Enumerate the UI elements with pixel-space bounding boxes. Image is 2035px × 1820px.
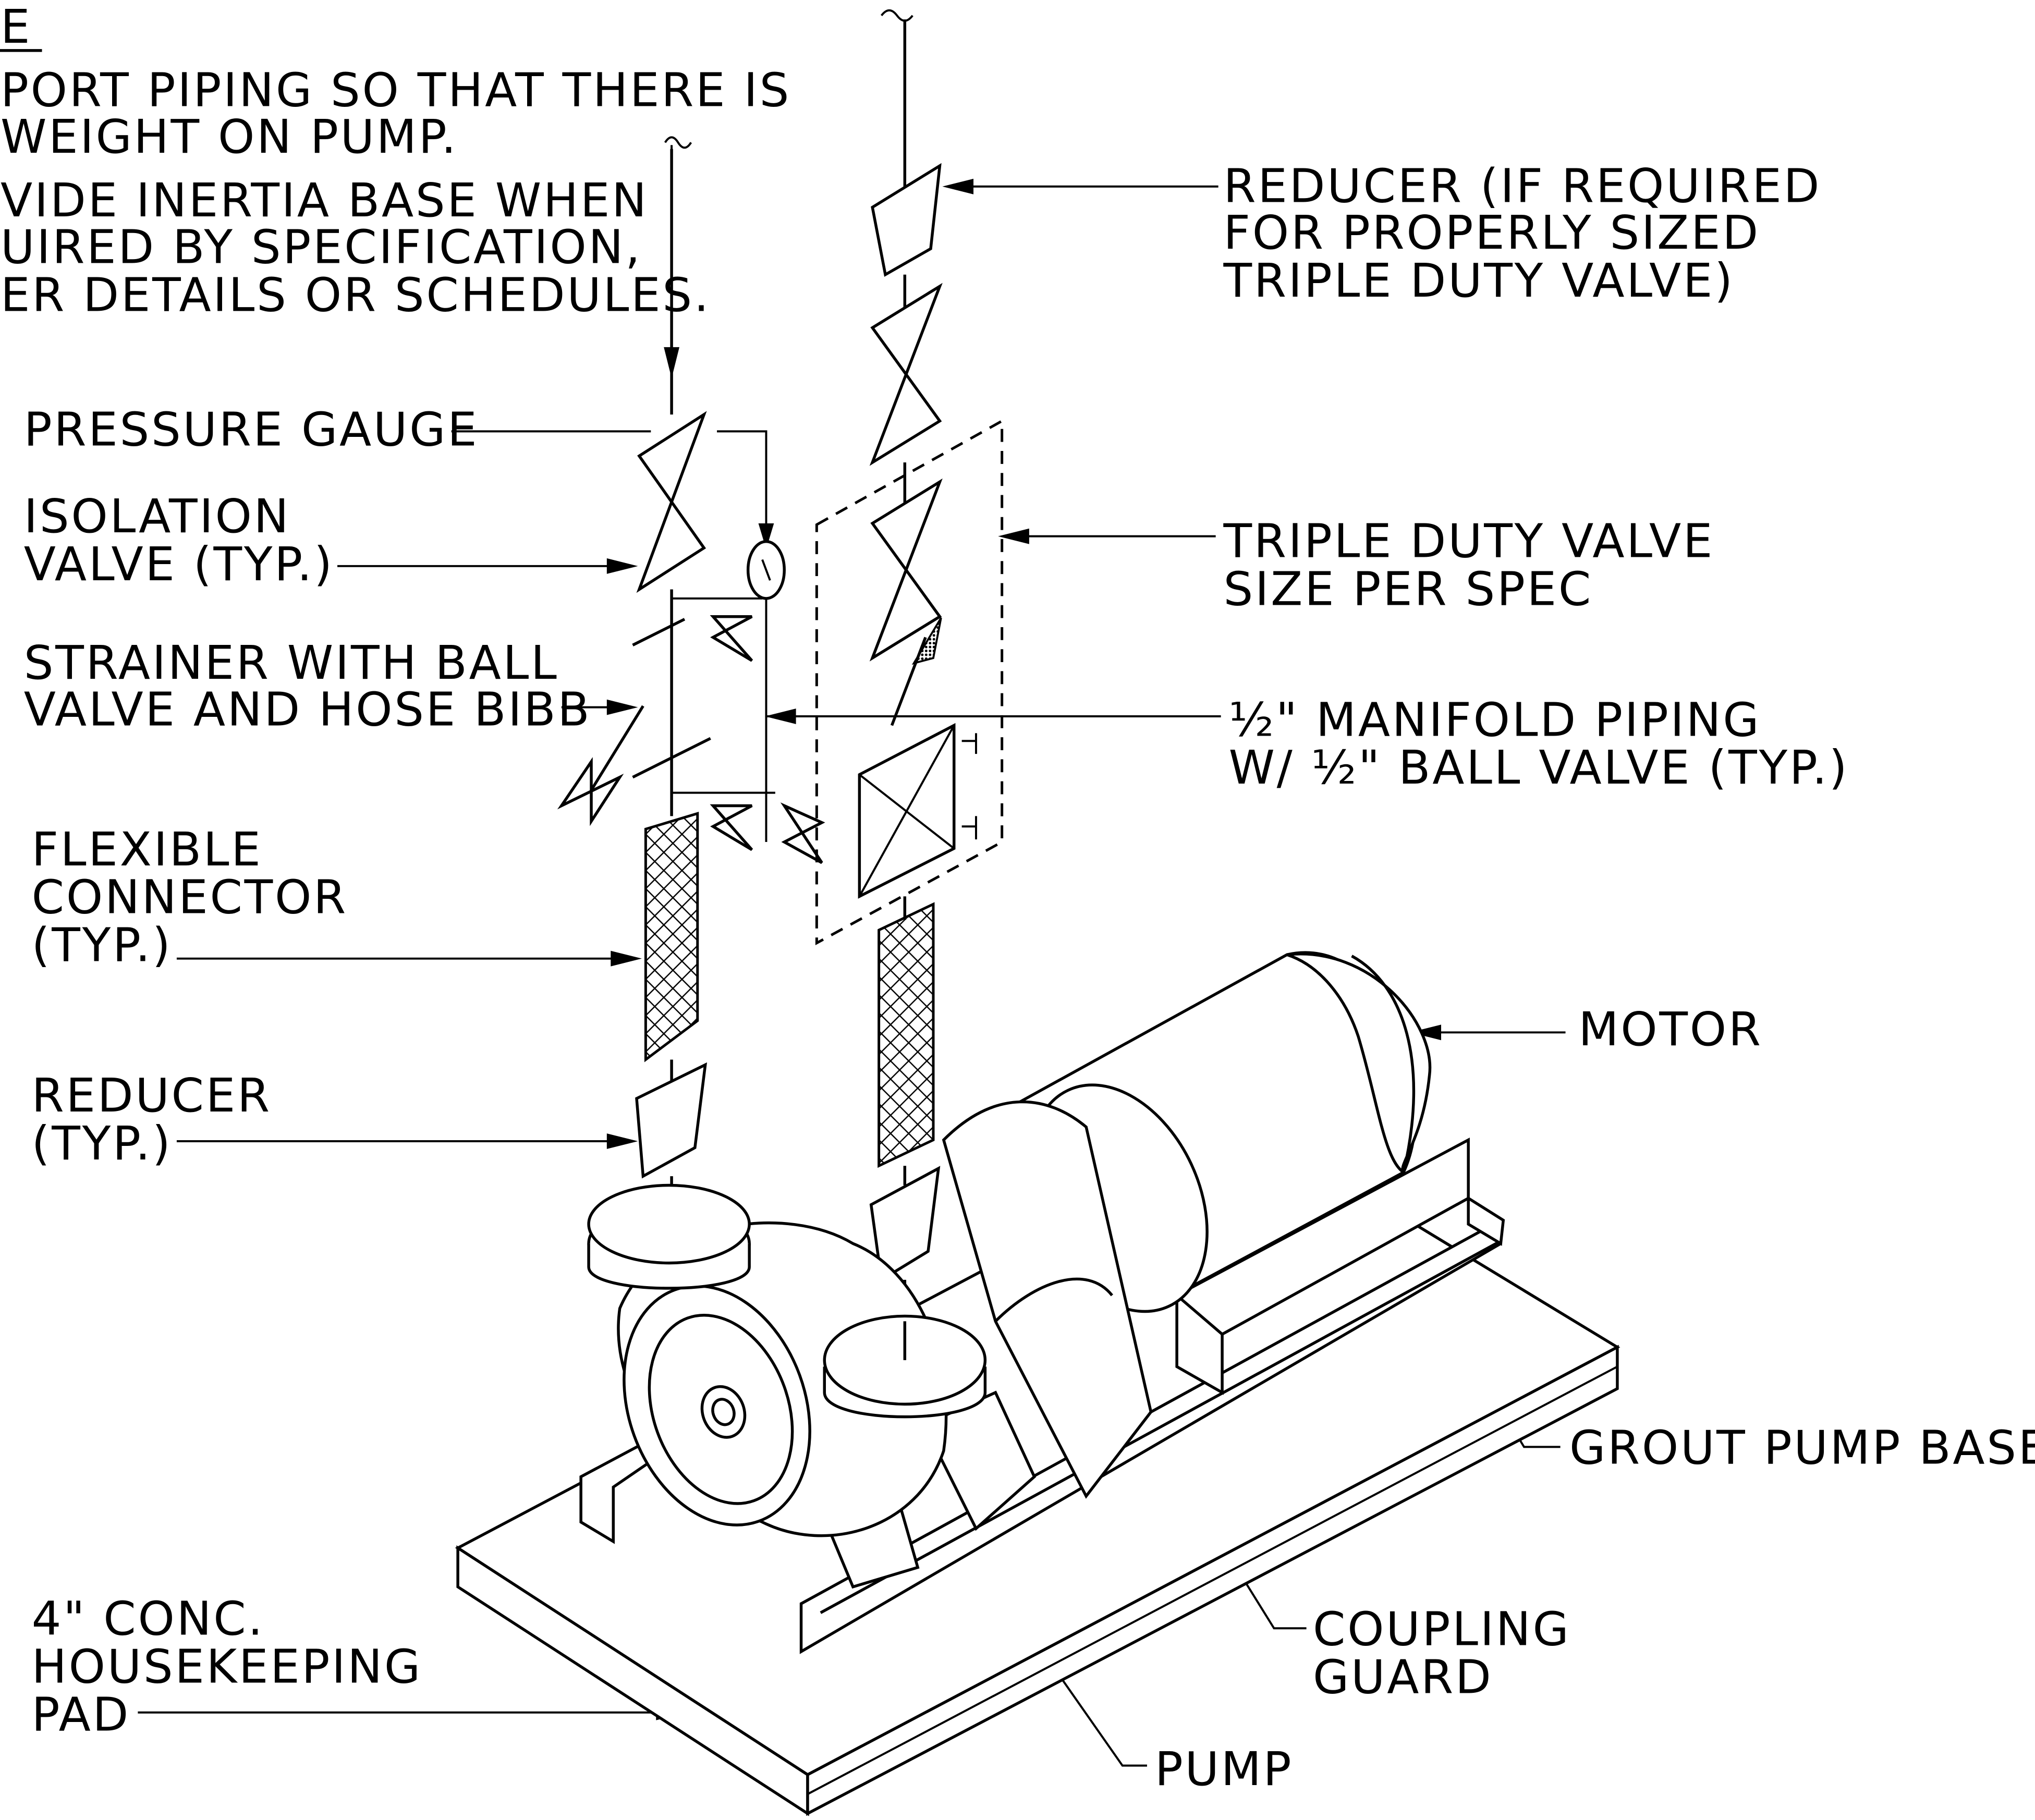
label-pressure-gauge: PRESSURE GAUGE [24, 403, 479, 457]
label-flex-1: FLEXIBLE [32, 823, 263, 877]
manifold-ball-valve-3 [780, 802, 825, 864]
suction-pipe-assembly [557, 136, 918, 1225]
label-isolation-valve-2: VALVE (TYP.) [24, 538, 334, 592]
triple-duty-valve-boundary [815, 419, 1004, 946]
label-grout-base: GROUT PUMP BASE [1569, 1421, 2035, 1475]
label-pump: PUMP [1155, 1742, 1293, 1797]
label-reducer-left-2: (TYP.) [32, 1117, 173, 1171]
label-reducer-top-2: FOR PROPERLY SIZED [1224, 206, 1760, 260]
reducer-discharge-top [871, 163, 942, 277]
flexible-connector-suction [644, 812, 699, 1062]
label-pad-3: PAD [32, 1688, 130, 1742]
note-line-3: VIDE INERTIA BASE WHEN [1, 174, 649, 228]
isolation-valve-discharge [869, 283, 943, 466]
pump-base-rails [579, 1137, 1505, 1654]
flexible-connector-discharge [878, 902, 935, 1168]
label-strainer-2: VALVE AND HOSE BIBB [24, 682, 592, 737]
discharge-pipe-assembly [815, 9, 1004, 1354]
general-notes: E PORT PIPING SO THAT THERE IS WEIGHT ON… [0, 0, 791, 322]
label-reducer-top-3: TRIPLE DUTY VALVE) [1223, 254, 1735, 308]
label-flex-2: CONNECTOR [32, 871, 348, 925]
triple-duty-check-valve [869, 478, 943, 662]
label-flex-3: (TYP.) [32, 919, 173, 973]
right-callouts: REDUCER (IF REQUIRED FOR PROPERLY SIZED … [1155, 160, 2035, 1797]
housekeeping-pad [455, 1125, 1620, 1816]
label-tdv-1: TRIPLE DUTY VALVE [1223, 514, 1715, 568]
note-line-2: WEIGHT ON PUMP. [1, 110, 458, 164]
label-reducer-left-1: REDUCER [32, 1069, 272, 1123]
manifold-ball-valve-2 [710, 804, 753, 851]
label-tdv-2: SIZE PER SPEC [1224, 562, 1593, 616]
break-mark-right [881, 9, 913, 22]
label-pad-2: HOUSEKEEPING [32, 1640, 422, 1694]
note-line-5: ER DETAILS OR SCHEDULES. [1, 268, 711, 322]
manifold-ball-valve-1 [710, 615, 753, 662]
strainer-blowdown-valve [557, 757, 624, 826]
break-mark-left [664, 136, 692, 149]
left-callouts: PRESSURE GAUGE ISOLATION VALVE (TYP.) ST… [24, 403, 592, 1742]
label-strainer-1: STRAINER WITH BALL [24, 636, 559, 690]
reducer-discharge-bottom [869, 1166, 941, 1282]
pump-volute [587, 1183, 987, 1537]
reducer-suction [635, 1062, 708, 1179]
label-coupling-1: COUPLING [1313, 1603, 1570, 1657]
label-isolation-valve-1: ISOLATION [24, 490, 291, 544]
label-coupling-2: GUARD [1313, 1650, 1493, 1704]
label-motor: MOTOR [1578, 1003, 1762, 1057]
notes-heading: E [1, 0, 32, 54]
label-manifold-2: W/ ½" BALL VALVE (TYP.) [1229, 741, 1849, 795]
note-line-4: UIRED BY SPECIFICATION, [1, 220, 642, 274]
label-reducer-top-1: REDUCER (IF REQUIRED [1224, 160, 1822, 214]
coupling-guard [819, 1100, 1153, 1589]
note-line-1: PORT PIPING SO THAT THERE IS [1, 64, 791, 118]
label-pad-1: 4" CONC. [32, 1592, 265, 1646]
isolation-valve-suction [636, 411, 707, 593]
label-manifold-1: ½" MANIFOLD PIPING [1229, 693, 1761, 747]
